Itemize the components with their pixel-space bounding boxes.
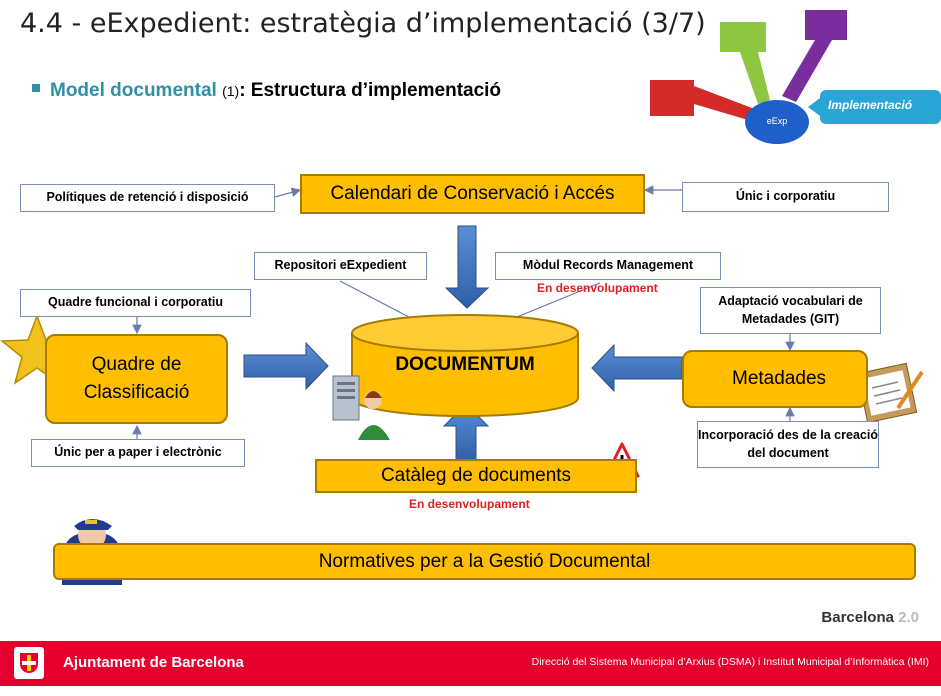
footer-organization: Ajuntament de Barcelona	[63, 654, 244, 671]
subtitle-rest: : Estructura d’implementació	[239, 80, 502, 101]
documentum-cylinder	[351, 314, 579, 417]
section-subtitle: Model documental (1): Estructura d’imple…	[32, 80, 501, 102]
status-cataleg: En desenvolupament	[409, 497, 530, 511]
box-calendari: Calendari de Conservació i Accés	[300, 174, 645, 214]
box-quadre: Quadre de Classificació	[45, 334, 228, 424]
note-modul: Mòdul Records Management	[495, 252, 721, 280]
subtitle-ref: (1)	[222, 83, 240, 99]
server-user-icon	[332, 375, 390, 440]
slide-title: 4.4 - eExpedient: estratègia d’implement…	[20, 8, 706, 39]
note-politiques: Polítiques de retenció i disposició	[20, 184, 275, 212]
version-label: 2.0	[898, 609, 919, 626]
note-unic-paper: Únic per a paper i electrònic	[31, 439, 245, 467]
note-incorporacio: Incorporació des de la creació del docum…	[697, 421, 879, 468]
status-modul: En desenvolupament	[537, 281, 658, 295]
note-repositori: Repositori eExpedient	[254, 252, 427, 280]
footer-bar	[0, 641, 941, 686]
subtitle-main: Model documental	[50, 80, 217, 101]
city-shield-icon	[14, 647, 44, 679]
note-quadre-funcional: Quadre funcional i corporatiu	[20, 289, 251, 317]
clipboard-icon	[856, 362, 924, 424]
logo-center-label: eExp	[766, 116, 788, 126]
barcelona-label: Barcelona	[821, 609, 894, 626]
bullet-icon	[32, 83, 40, 92]
barcelona-brand: Barcelona 2.0	[821, 609, 919, 626]
note-unic-corporatiu: Únic i corporatiu	[682, 182, 889, 212]
box-cataleg: Catàleg de documents	[315, 459, 637, 493]
box-metadades: Metadades	[682, 350, 868, 408]
implementation-logo-graphic	[650, 10, 941, 144]
flow-arrows	[243, 225, 683, 462]
note-adaptacio: Adaptació vocabulari de Metadades (GIT)	[700, 287, 881, 334]
box-normatives: Normatives per a la Gestió Documental	[53, 543, 916, 580]
footer-credits: Direcció del Sistema Municipal d’Arxius …	[531, 656, 929, 668]
documentum-label: DOCUMENTUM	[395, 354, 535, 375]
logo-tag-label: Implementació	[828, 98, 913, 112]
